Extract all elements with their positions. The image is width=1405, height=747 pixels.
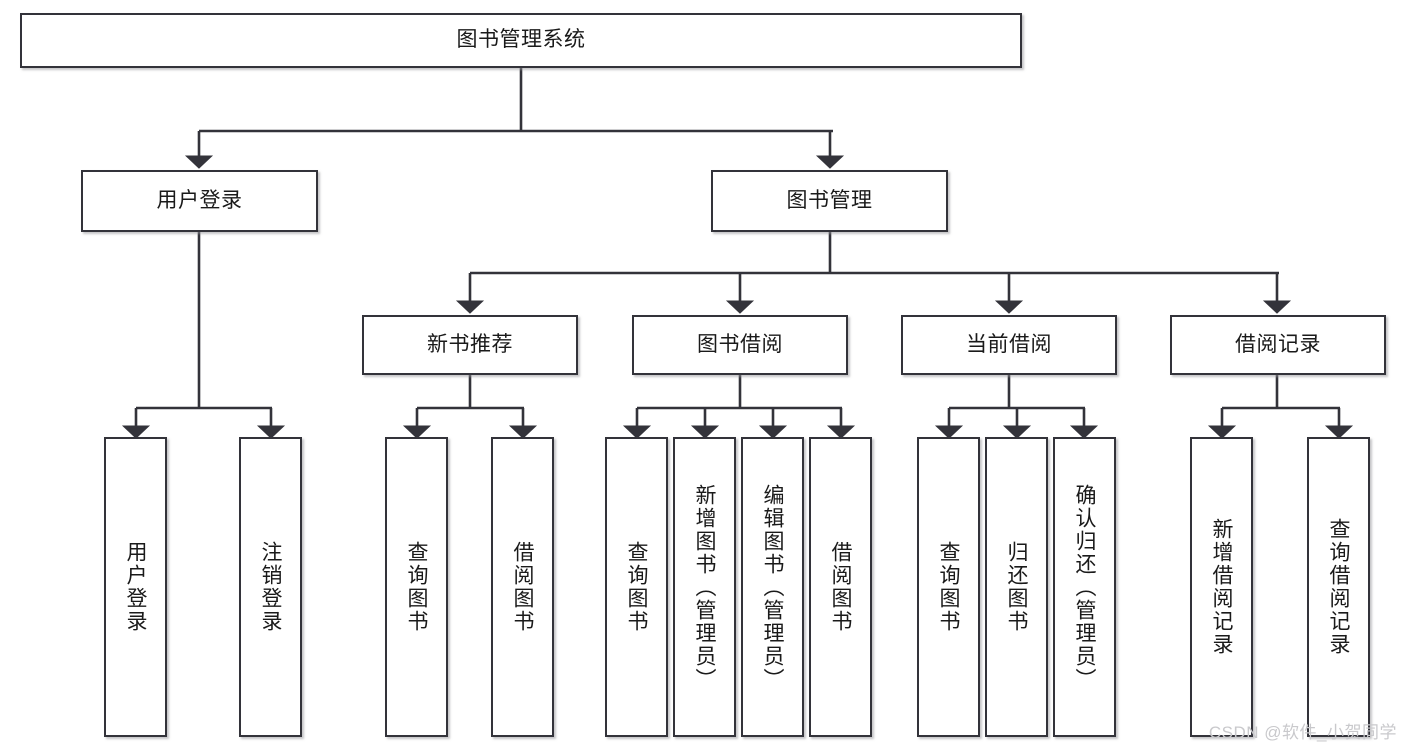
node-root-system[interactable]: 图书管理系统 bbox=[20, 13, 1022, 68]
node-leaf-edit-book-admin-label: 编辑图书（管理员） bbox=[761, 483, 784, 691]
node-new-book-recommend[interactable]: 新书推荐 bbox=[362, 315, 578, 375]
node-leaf-add-borrow-record-label: 新增借阅记录 bbox=[1210, 518, 1233, 656]
node-leaf-query-book-3[interactable]: 查询图书 bbox=[917, 437, 980, 737]
node-leaf-confirm-return-admin-label: 确认归还（管理员） bbox=[1073, 483, 1096, 691]
node-leaf-query-borrow-record[interactable]: 查询借阅记录 bbox=[1307, 437, 1370, 737]
node-current-borrow-label: 当前借阅 bbox=[966, 332, 1052, 356]
node-leaf-query-book-1-label: 查询图书 bbox=[405, 541, 428, 633]
node-leaf-query-book-1[interactable]: 查询图书 bbox=[385, 437, 448, 737]
node-leaf-query-book-2-label: 查询图书 bbox=[625, 541, 648, 633]
node-leaf-add-borrow-record[interactable]: 新增借阅记录 bbox=[1190, 437, 1253, 737]
node-current-borrow[interactable]: 当前借阅 bbox=[901, 315, 1117, 375]
node-leaf-return-book[interactable]: 归还图书 bbox=[985, 437, 1048, 737]
node-book-borrow-label: 图书借阅 bbox=[697, 332, 783, 356]
node-leaf-borrow-book-2-label: 借阅图书 bbox=[829, 541, 852, 633]
node-leaf-user-login[interactable]: 用户登录 bbox=[104, 437, 167, 737]
node-book-manage[interactable]: 图书管理 bbox=[711, 170, 948, 232]
node-borrow-record-label: 借阅记录 bbox=[1235, 332, 1321, 356]
node-leaf-logout-login[interactable]: 注销登录 bbox=[239, 437, 302, 737]
node-book-manage-label: 图书管理 bbox=[786, 188, 873, 212]
node-leaf-query-book-2[interactable]: 查询图书 bbox=[605, 437, 668, 737]
node-leaf-confirm-return-admin[interactable]: 确认归还（管理员） bbox=[1053, 437, 1116, 737]
node-user-login[interactable]: 用户登录 bbox=[81, 170, 318, 232]
node-leaf-edit-book-admin[interactable]: 编辑图书（管理员） bbox=[741, 437, 804, 737]
node-leaf-add-book-admin-label: 新增图书（管理员） bbox=[693, 483, 716, 691]
node-leaf-query-borrow-record-label: 查询借阅记录 bbox=[1327, 518, 1350, 656]
node-leaf-query-book-3-label: 查询图书 bbox=[937, 541, 960, 633]
node-leaf-borrow-book-2[interactable]: 借阅图书 bbox=[809, 437, 872, 737]
node-book-borrow[interactable]: 图书借阅 bbox=[632, 315, 848, 375]
node-user-login-label: 用户登录 bbox=[156, 188, 243, 212]
node-leaf-borrow-book-1-label: 借阅图书 bbox=[511, 541, 534, 633]
node-borrow-record[interactable]: 借阅记录 bbox=[1170, 315, 1386, 375]
node-new-book-recommend-label: 新书推荐 bbox=[427, 332, 513, 356]
node-leaf-user-login-label: 用户登录 bbox=[124, 541, 147, 633]
node-leaf-borrow-book-1[interactable]: 借阅图书 bbox=[491, 437, 554, 737]
node-root-system-label: 图书管理系统 bbox=[456, 28, 586, 52]
node-leaf-logout-login-label: 注销登录 bbox=[259, 541, 282, 633]
node-leaf-add-book-admin[interactable]: 新增图书（管理员） bbox=[673, 437, 736, 737]
node-leaf-return-book-label: 归还图书 bbox=[1005, 541, 1028, 633]
